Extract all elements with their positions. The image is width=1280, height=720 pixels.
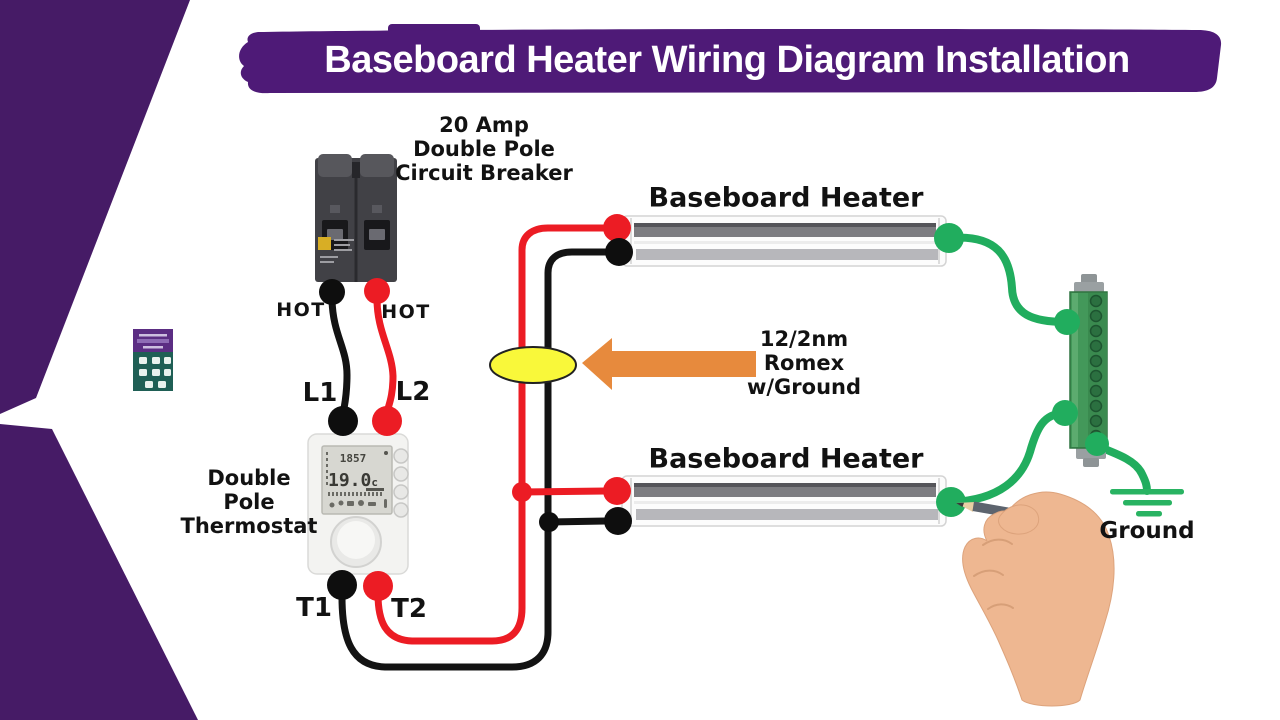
wire-red-breaker-to-L2 [373,295,397,417]
heater-top-red-terminal [603,214,631,242]
lcd-temp: 19.0c [322,470,384,491]
bus-bar-ground-lug [1085,432,1109,456]
bus-bar-top-lug [1054,309,1080,335]
wire-black-breaker-to-L1 [328,296,351,419]
romex-callout-label: 12/2nm Romex w/Ground [746,326,862,400]
earth-ground-symbol [1110,489,1184,517]
thermostat-T1-terminal [327,570,357,600]
terminal-t2-label: T2 [391,594,427,625]
heater-top-label: Baseboard Heater [648,182,924,214]
logo-card [133,329,173,391]
terminal-l1-label: L1 [302,378,338,409]
baseboard-heater-bottom [621,475,947,527]
circuit-breaker [315,154,397,292]
thermostat-lcd [321,445,393,515]
hand-shape [962,491,1115,707]
heater-bottom-black-terminal [604,507,632,535]
baseboard-heater-top [621,215,947,267]
wire-red-branch-heater-bottom [518,487,610,496]
red-wire-junction [512,482,532,502]
bus-bar-bottom-lug [1052,400,1078,426]
breaker-hot-right-terminal [364,278,390,304]
heater-bottom-green-terminal [936,487,966,517]
wire-green-bus-to-ground [1093,442,1151,495]
thermostat-L1-terminal [328,406,358,436]
ground-label: Ground [1099,517,1195,544]
title-banner [239,24,1222,94]
thermostat-L2-terminal [372,406,402,436]
bus-bar-screws [1089,294,1103,443]
lcd-tick-row [328,492,382,496]
wire-green-heater-top-to-bus [946,233,1070,326]
breaker-hot-left-terminal [319,279,345,305]
ground-bus-bar [1069,274,1108,467]
left-chevron-decoration [0,0,198,720]
wire-black-T1-loop [338,248,610,671]
thermostat-T2-terminal [363,571,393,601]
heater-top-green-terminal [934,223,964,253]
hand-illustration [956,491,1115,707]
banner-brush-shape [239,28,1222,94]
callout-arrow [582,338,756,390]
hot-right-label: HOT [381,301,431,324]
thermostat-buttons [393,448,409,518]
wire-green-heater-bottom-to-bus [948,409,1068,506]
breaker-label: 20 Amp Double Pole Circuit Breaker [395,112,573,186]
heater-bottom-label: Baseboard Heater [648,443,924,475]
breaker-rating-label [318,237,331,250]
lcd-time: 1857 [339,452,367,465]
black-wire-junction [539,512,559,532]
lcd-temp-value: 19.0 [328,470,372,491]
cable-sheath-marker [489,346,577,384]
lcd-icon-row [329,499,387,508]
hot-left-label: HOT [276,299,326,322]
terminal-dots [319,214,1109,601]
terminal-t1-label: T1 [296,593,332,624]
thumb-shape [998,504,1040,535]
wire-red-T2-loop [374,224,608,645]
terminal-l2-label: L2 [395,377,431,408]
thermostat-label: Double Pole Thermostat [180,465,318,539]
heater-top-black-terminal [605,238,633,266]
thermostat [307,433,409,575]
page-title: Baseboard Heater Wiring Diagram Installa… [324,38,1130,81]
heater-bottom-red-terminal [603,477,631,505]
lcd-temp-unit: c [371,476,378,489]
